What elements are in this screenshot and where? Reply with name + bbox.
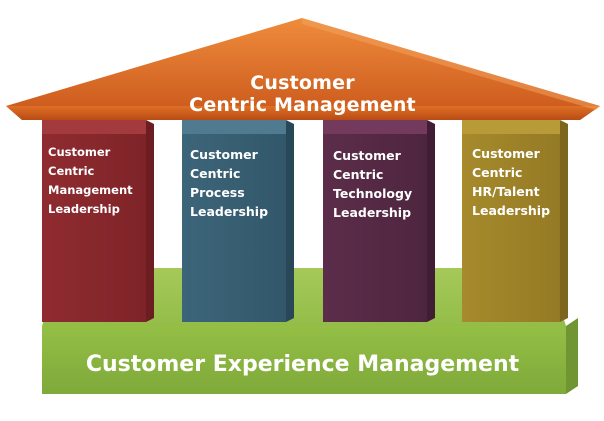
- pillar-label-management: Customer Centric Management Leadership: [48, 145, 133, 216]
- roof-face: [6, 18, 600, 120]
- roof-label: Customer Centric Management: [189, 72, 416, 116]
- pillar-label-hr-talent: Customer Centric HR/Talent Leadership: [472, 146, 551, 218]
- pillar-label-process: Customer Centric Process Leadership: [190, 147, 269, 219]
- base-label: Customer Experience Management: [85, 352, 520, 377]
- pillar-3: [323, 120, 435, 322]
- pillar-label-technology: Customer Centric Technology Leadership: [333, 148, 413, 220]
- roof-edge: [6, 106, 600, 120]
- pillar-1: [42, 120, 154, 322]
- base-side-face: [566, 318, 578, 394]
- roof: [6, 18, 600, 120]
- base-front-face: [42, 326, 566, 394]
- pillar-2: [182, 120, 294, 322]
- roof-highlight: [302, 18, 600, 110]
- pillar-4: [462, 120, 568, 322]
